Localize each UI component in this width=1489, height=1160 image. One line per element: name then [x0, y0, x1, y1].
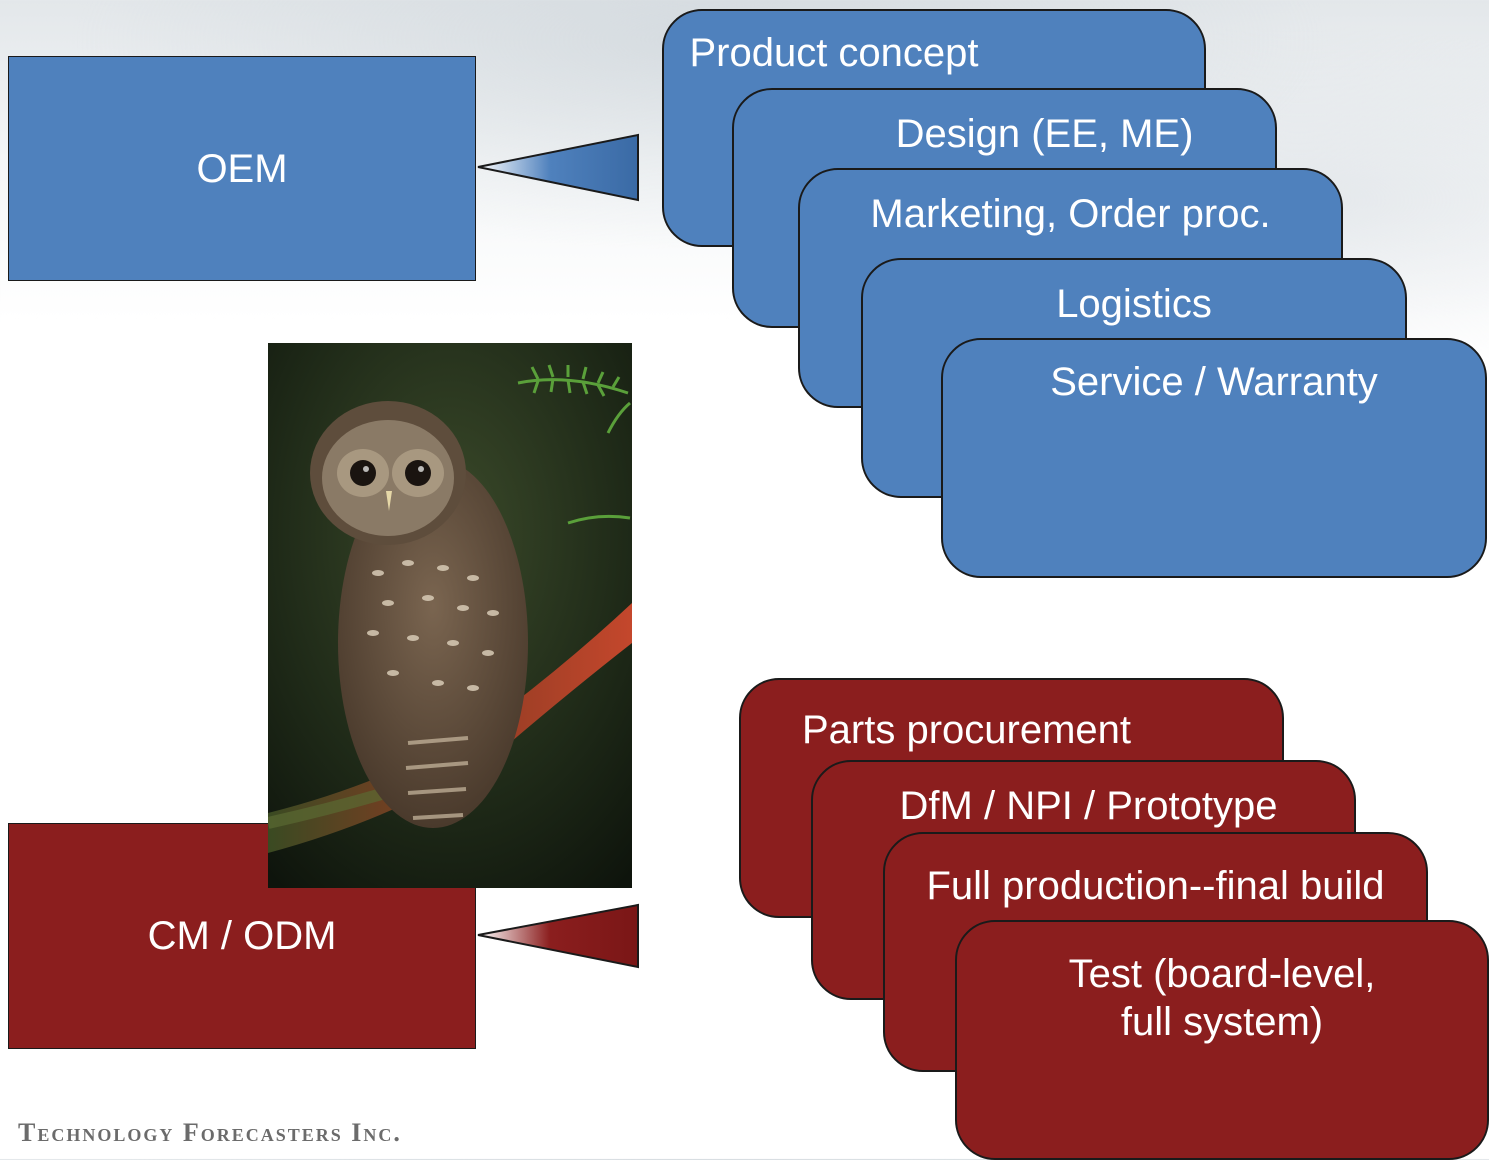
- oem-step-label: Marketing, Order proc.: [870, 192, 1271, 236]
- cm-step-test: Test (board-level, full system): [955, 920, 1489, 1160]
- oem-step-service: Service / Warranty: [941, 338, 1487, 578]
- oem-step-label: Product concept: [689, 31, 979, 75]
- cm-step-label: Parts procurement: [801, 708, 1132, 752]
- cm-step-label: DfM / NPI / Prototype: [899, 784, 1278, 828]
- oem-callout-arrow: [477, 133, 639, 202]
- company-name: Technology Forecasters Inc.: [18, 1118, 402, 1147]
- oem-step-label: Design (EE, ME): [895, 112, 1194, 156]
- cm-odm-label: CM / ODM: [147, 914, 337, 958]
- oem-step-label: Logistics: [1056, 282, 1212, 326]
- oem-box: OEM: [8, 56, 476, 281]
- oem-label: OEM: [196, 146, 288, 191]
- owl-photo: [268, 343, 632, 888]
- cm-step-label: Full production--final build: [926, 864, 1385, 908]
- cm-step-label: full system): [1120, 1000, 1324, 1044]
- cm-step-label: Test (board-level,: [1068, 952, 1376, 996]
- cm-callout-arrow: [477, 903, 639, 969]
- oem-step-label: Service / Warranty: [1050, 360, 1378, 404]
